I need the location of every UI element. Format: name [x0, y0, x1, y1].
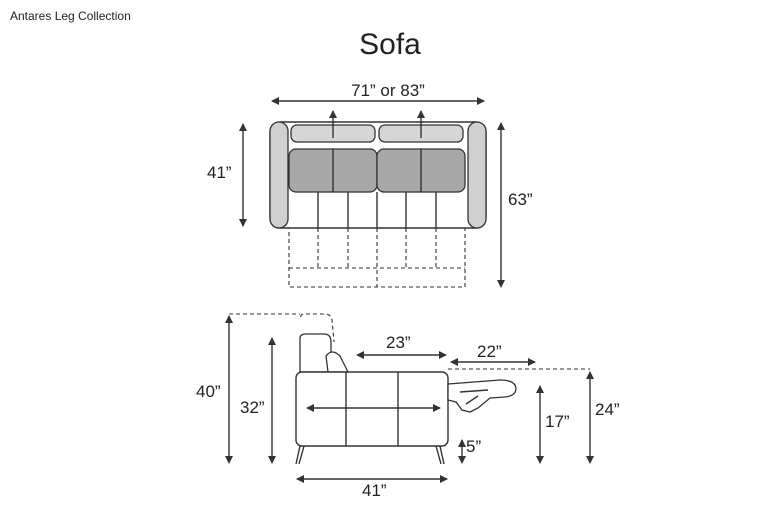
left-arm	[269, 121, 289, 229]
side-depth-label: 41”	[362, 481, 387, 500]
seat-depth-label: 41”	[207, 163, 232, 182]
sofa-back	[299, 333, 332, 373]
side-pillow	[325, 351, 350, 373]
sofa-side-body	[295, 371, 449, 447]
side-seat-depth-label: 23”	[386, 333, 411, 352]
leg-height-label: 5”	[466, 437, 481, 456]
top-view: 71” or 83”	[207, 81, 533, 288]
footrest-height-label: 24”	[595, 400, 620, 419]
extended-footrest	[447, 379, 517, 413]
extended-depth-label: 63”	[508, 190, 533, 209]
side-view: 23” 22” 40” 32” 5” 17” 24” 41”	[196, 313, 620, 500]
right-arm	[467, 121, 487, 229]
seat-height-label: 17”	[545, 412, 570, 431]
back-leg	[435, 445, 445, 465]
product-title: Sofa	[359, 28, 421, 61]
back-height-label: 32”	[240, 398, 265, 417]
collection-name: Antares Leg Collection	[10, 9, 131, 23]
front-leg	[295, 445, 305, 465]
footrest-extension-label: 22”	[477, 342, 502, 361]
extended-footrest-outline	[288, 227, 466, 288]
footrest-detail	[459, 389, 489, 405]
total-height-label: 40”	[196, 382, 221, 401]
raised-headrest-outline	[300, 313, 335, 343]
width-label: 71” or 83”	[351, 81, 425, 100]
